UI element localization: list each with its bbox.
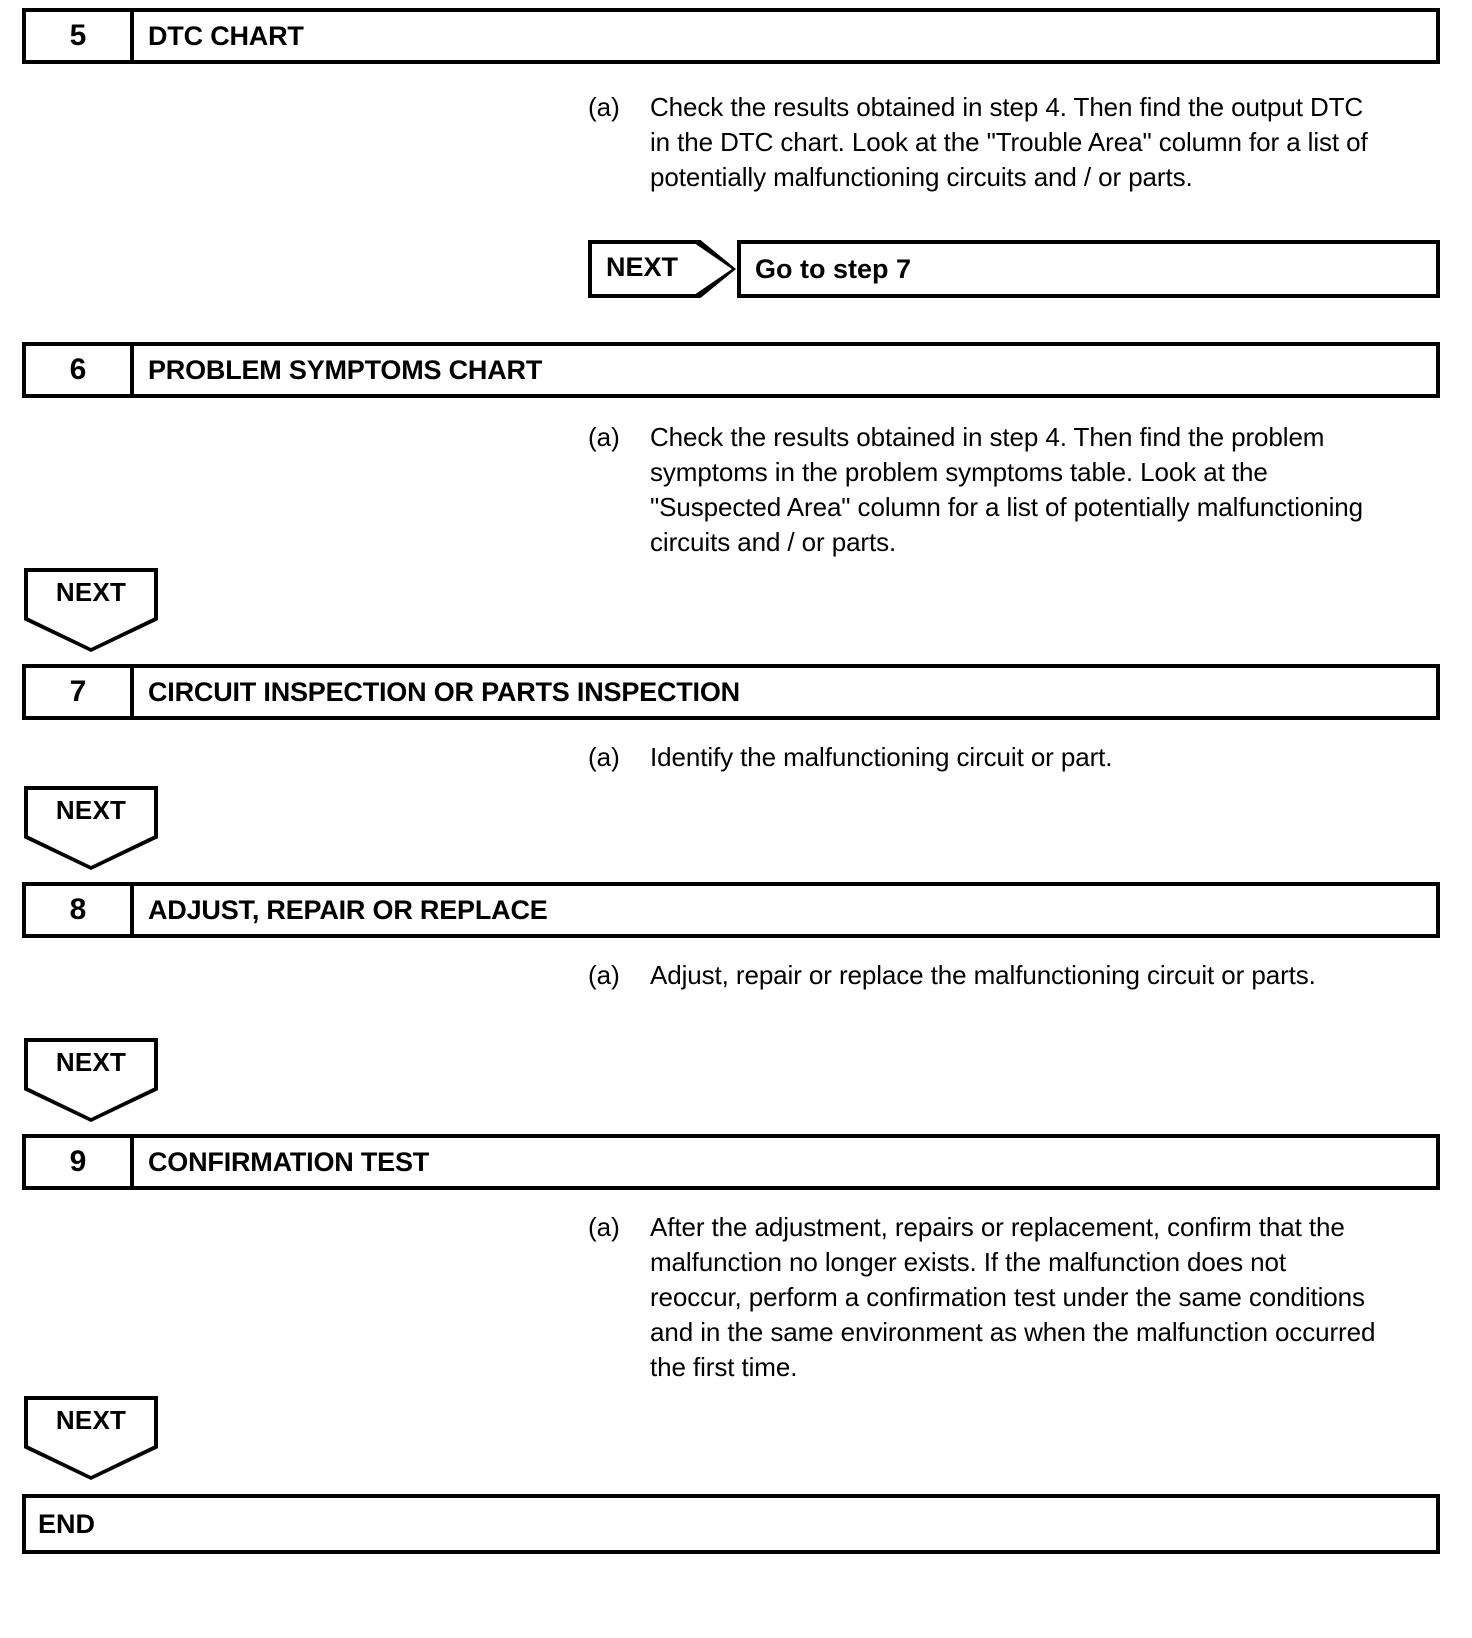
next-badge-6[interactable]: NEXT — [24, 568, 158, 652]
step-number-5: 5 — [26, 12, 134, 60]
step-number-9: 9 — [26, 1138, 134, 1186]
next-badge-8[interactable]: NEXT — [24, 1038, 158, 1122]
step-number-6: 6 — [26, 346, 134, 394]
next-label-7: NEXT — [55, 795, 127, 825]
step-marker-7: (a) — [588, 742, 620, 772]
step-title-8: ADJUST, REPAIR OR REPLACE — [148, 894, 548, 925]
next-label-5: NEXT — [605, 252, 678, 282]
step-title-5: DTC CHART — [148, 20, 304, 51]
step-title-7: CIRCUIT INSPECTION OR PARTS INSPECTION — [148, 676, 740, 707]
end-label: END — [38, 1508, 96, 1539]
step-marker-9: (a) — [588, 1212, 620, 1242]
goto-box-5[interactable]: Go to step 7 — [737, 240, 1440, 298]
step-body-8: (a) Adjust, repair or replace the malfun… — [588, 958, 1368, 993]
next-badge-9[interactable]: NEXT — [24, 1396, 158, 1480]
next-label-9: NEXT — [55, 1405, 127, 1435]
step-text-9: After the adjustment, repairs or replace… — [650, 1212, 1376, 1382]
step-header-9: 9 CONFIRMATION TEST — [22, 1134, 1440, 1190]
step-title-6: PROBLEM SYMPTOMS CHART — [148, 354, 543, 385]
step-header-5: 5 DTC CHART — [22, 8, 1440, 64]
step-header-7: 7 CIRCUIT INSPECTION OR PARTS INSPECTION — [22, 664, 1440, 720]
step-marker-6: (a) — [588, 422, 620, 452]
step-body-6: (a) Check the results obtained in step 4… — [588, 420, 1388, 560]
step-marker-8: (a) — [588, 960, 620, 990]
step-body-7: (a) Identify the malfunctioning circuit … — [588, 740, 1388, 775]
step-marker-5: (a) — [588, 92, 620, 122]
step-text-5: Check the results obtained in step 4. Th… — [650, 92, 1368, 192]
step-header-6: 6 PROBLEM SYMPTOMS CHART — [22, 342, 1440, 398]
step-title-9: CONFIRMATION TEST — [148, 1146, 430, 1177]
next-label-8: NEXT — [55, 1047, 127, 1077]
step-text-6: Check the results obtained in step 4. Th… — [650, 422, 1364, 557]
step-number-7: 7 — [26, 668, 134, 716]
step-number-8: 8 — [26, 886, 134, 934]
next-badge-5[interactable]: NEXT — [588, 240, 736, 298]
step-text-7: Identify the malfunctioning circuit or p… — [650, 742, 1113, 772]
next-label-6: NEXT — [55, 577, 127, 607]
step-body-5: (a) Check the results obtained in step 4… — [588, 90, 1388, 195]
goto-label-5: Go to step 7 — [755, 253, 912, 284]
step-header-8: 8 ADJUST, REPAIR OR REPLACE — [22, 882, 1440, 938]
step-body-9: (a) After the adjustment, repairs or rep… — [588, 1210, 1378, 1385]
step-text-8: Adjust, repair or replace the malfunctio… — [650, 960, 1316, 990]
end-box: END — [22, 1494, 1440, 1554]
next-badge-7[interactable]: NEXT — [24, 786, 158, 870]
